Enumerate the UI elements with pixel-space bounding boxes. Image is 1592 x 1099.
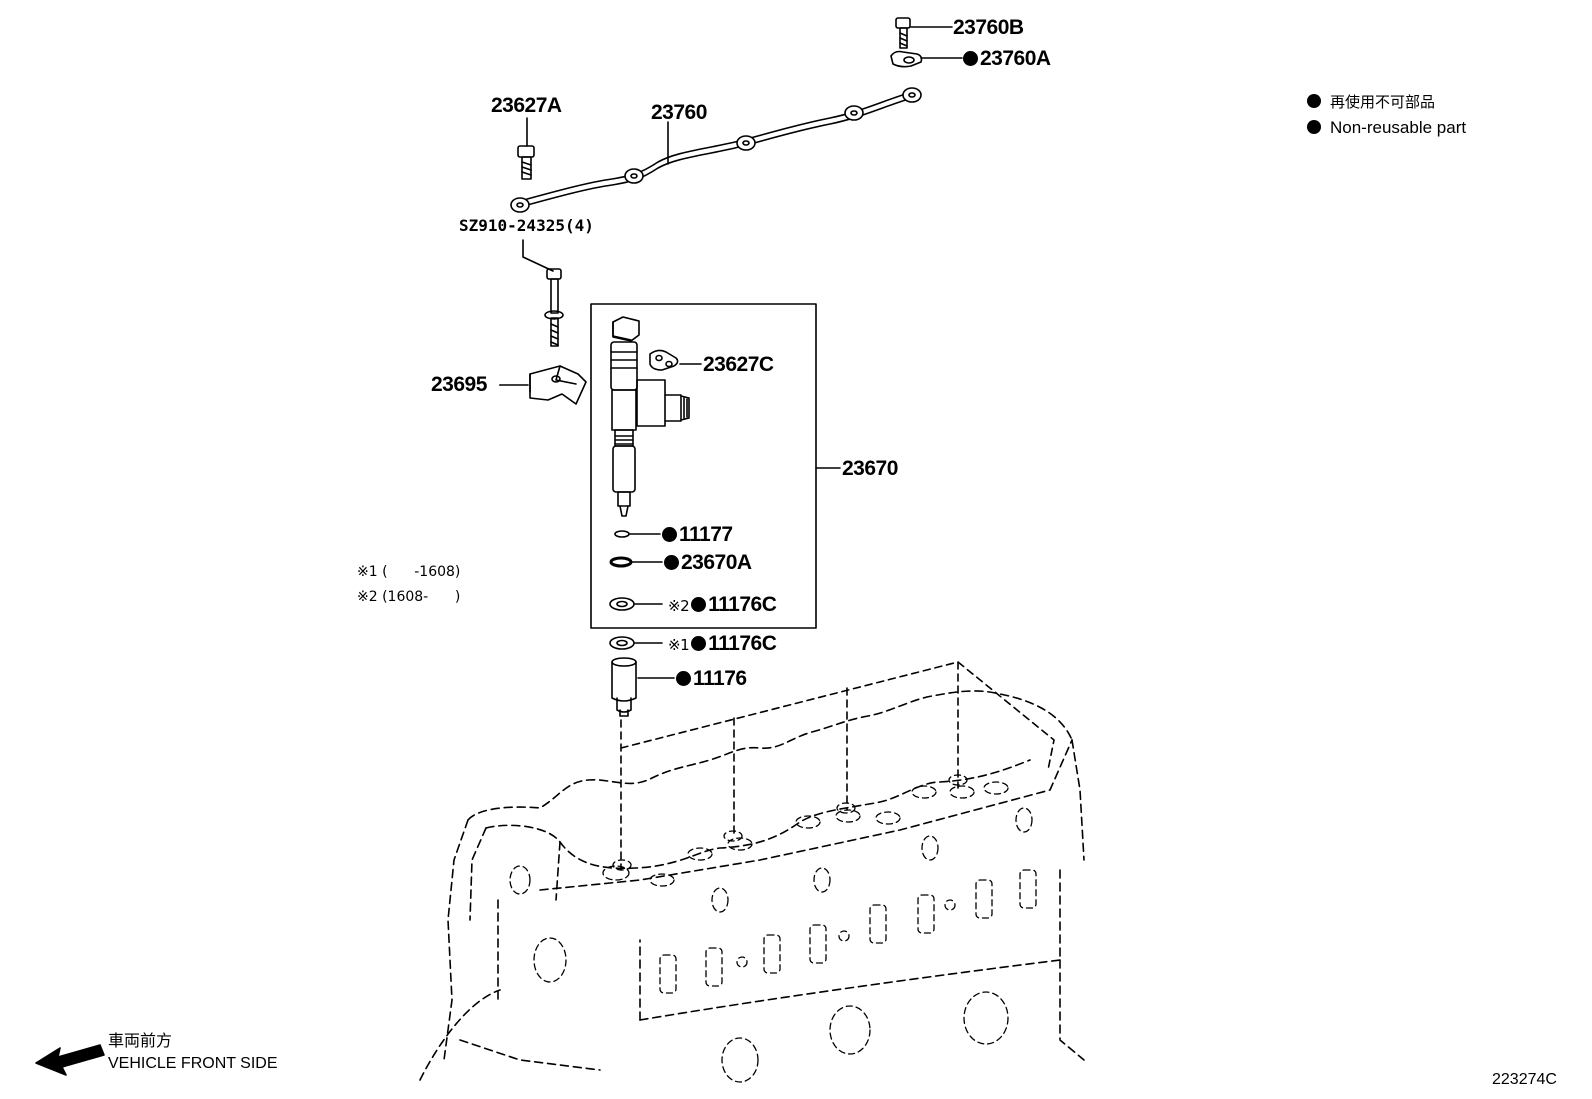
- label-11177: 11177: [662, 524, 733, 545]
- label-23670A-text: 23670A: [681, 551, 752, 574]
- leak-pipe-23760: [510, 87, 922, 213]
- label-23670: 23670: [842, 457, 898, 480]
- label-23760: 23760: [651, 101, 707, 124]
- cylinder-head: [419, 690, 1085, 1081]
- injector: [610, 316, 690, 517]
- vehicle-front-arrow: [35, 1044, 105, 1076]
- vehicle-front-jp: 車両前方: [108, 1033, 173, 1050]
- label-23760A-text: 23760A: [980, 47, 1051, 70]
- non-reusable-dot: [691, 636, 707, 651]
- footnote-2: ※2 (1608- ): [357, 589, 461, 605]
- label-23695: 23695: [431, 373, 487, 396]
- legend-dot: [1307, 120, 1321, 134]
- ref-mark-2: ※2: [668, 597, 690, 615]
- sleeve-11176: [611, 657, 675, 717]
- non-reusable-dot: [963, 51, 978, 66]
- label-11176C-1: ※1 11176C: [668, 632, 777, 655]
- label-11176C-1-text: 11176C: [708, 632, 777, 655]
- non-reusable-dot: [664, 555, 679, 570]
- label-11176C-2-text: 11176C: [708, 593, 777, 616]
- o-ring-23670A: [609, 556, 663, 568]
- legend-jp: 再使用不可部品: [1307, 93, 1435, 110]
- clip-23627C: [649, 349, 702, 371]
- bolt-23627A: [517, 117, 535, 180]
- kit-box-23670: [590, 303, 841, 629]
- o-ring-11177: [614, 530, 661, 538]
- label-23627A: 23627A: [491, 94, 562, 117]
- cylinder-head-holes: [509, 774, 1037, 1083]
- footnote-1: ※1 ( -1608): [357, 564, 461, 580]
- non-reusable-dot: [662, 527, 677, 542]
- label-11176C-2: ※2 11176C: [668, 593, 777, 616]
- bolt-23760B: [895, 17, 953, 49]
- legend-en-text: Non-reusable part: [1330, 118, 1467, 137]
- non-reusable-dot: [676, 671, 691, 686]
- vehicle-front-en: VEHICLE FRONT SIDE: [108, 1055, 278, 1072]
- label-23760A: 23760A: [963, 48, 1051, 69]
- ref-mark-1: ※1: [668, 636, 690, 654]
- label-SZ910-24325: SZ910-24325(4): [459, 216, 594, 235]
- label-23760B: 23760B: [953, 16, 1024, 39]
- label-11177-text: 11177: [679, 523, 733, 546]
- assembly-dashed-lines: [620, 661, 1055, 871]
- legend-dot: [1307, 94, 1321, 108]
- legend-en: Non-reusable part: [1307, 119, 1466, 136]
- clamp-23760A: [890, 50, 963, 68]
- legend-jp-text: 再使用不可部品: [1330, 93, 1436, 111]
- non-reusable-dot: [691, 597, 707, 612]
- label-11176-text: 11176: [693, 667, 747, 690]
- washer-11176C-2: [609, 597, 663, 611]
- label-23670A: 23670A: [664, 552, 752, 573]
- label-11176: 11176: [676, 668, 747, 689]
- diagram-code: 223274C: [1492, 1071, 1557, 1088]
- clamp-23695: [499, 365, 587, 405]
- stud-SZ910-24325: [522, 239, 564, 347]
- label-23627C: 23627C: [703, 353, 774, 376]
- washer-11176C-1: [609, 636, 663, 650]
